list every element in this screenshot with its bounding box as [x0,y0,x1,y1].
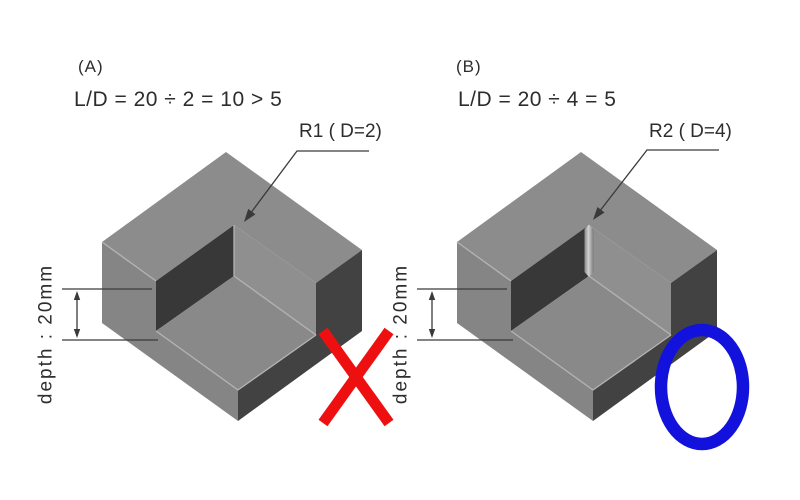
block-b-top-left-edge [456,241,512,282]
block-a [101,152,362,421]
circle-mark-icon [654,323,750,451]
cross-mark-icon [318,327,394,427]
block-b-pocket-floor [511,276,671,390]
block-b-dim-arrowhead-up [428,291,436,300]
panel-a-heading: (A) [78,57,104,76]
block-b-left-face [457,242,593,421]
block-a-floor-edge-highlight [155,330,317,391]
panel-a-radius-label: R1 ( D=2) [299,121,382,142]
block-a-radius-leader [244,150,369,222]
panel-b-depth-label: depth : 20mm [390,263,412,405]
block-b-top-face [457,152,717,283]
block-b-right-face [593,250,717,421]
block-b-wall-floor-edge [588,275,672,336]
cross-stroke-2 [318,327,394,427]
block-b-dim-arrowhead-down [428,329,436,338]
block-a-dim-arrowhead-up [73,291,81,300]
block-a-pocket-floor [156,276,316,390]
block-a-pocket-wall-dark [156,225,234,331]
block-a-wall-floor-edge [233,275,317,336]
block-a-leader-line [246,150,369,219]
block-b-corner-fillet [584,224,594,277]
panel-b-heading: (B) [456,57,482,76]
block-a-dim-arrowhead-down [73,329,81,338]
block-a-left-face [102,242,238,421]
block-b-pocket-wall-dark [511,225,589,331]
panel-b-radius-label: R2 ( D=4) [649,121,732,142]
block-a-top-face [102,152,362,283]
block-b-radius-leader [593,149,719,220]
block-b-pocket-wall-light [589,225,671,335]
block-a-top-left-edge [101,241,157,282]
block-b [456,152,717,421]
block-a-depth-dimension [62,288,158,341]
panel-a-depth-label: depth : 20mm [35,263,57,405]
block-a-right-face [238,250,362,421]
panel-a-formula: L/D = 20 ÷ 2 = 10 > 5 [74,88,283,111]
block-a-pocket-wall-light [234,225,316,335]
panel-b-formula: L/D = 20 ÷ 4 = 5 [458,88,617,111]
block-b-depth-dimension [417,288,513,341]
block-b-floor-edge-highlight [510,330,672,391]
block-b-leader-arrowhead [593,206,605,220]
block-b-leader-line [595,149,719,217]
block-a-leader-arrowhead [244,208,256,222]
